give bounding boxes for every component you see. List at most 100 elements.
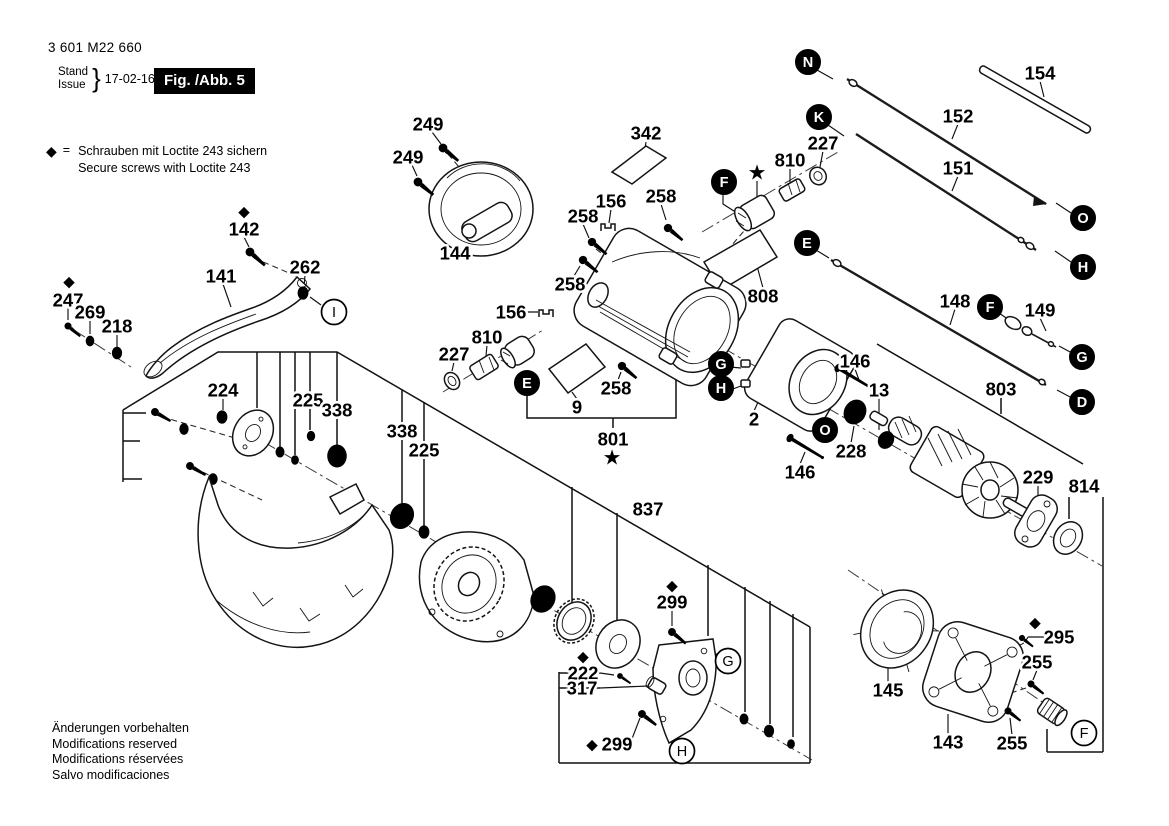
svg-text:F: F: [1080, 726, 1089, 742]
ref-marker-G: G: [714, 647, 742, 675]
part-label: 9: [572, 397, 582, 418]
brush-810-mid: [469, 353, 499, 381]
washer-225b: [418, 525, 430, 539]
washer-b: [291, 455, 299, 465]
svg-text:H: H: [677, 744, 687, 760]
diamond-icon: ◆: [577, 648, 589, 666]
part-label: 144: [440, 243, 472, 264]
ref-marker-O: O: [1070, 205, 1096, 231]
screw-249-a: [436, 141, 462, 165]
end-cap-144: [428, 161, 534, 257]
ref-marker-N: N: [795, 49, 821, 75]
part-label: 13: [869, 380, 890, 401]
part-label: 299: [657, 592, 688, 613]
washer-a: [275, 446, 285, 458]
part-label: 814: [1069, 476, 1101, 497]
part-label: 145: [873, 680, 904, 701]
part-label: 295: [1044, 627, 1075, 648]
brush-810-top: [778, 178, 806, 202]
part-label: 142: [229, 219, 260, 240]
cap-227-top: [808, 166, 828, 186]
svg-text:O: O: [819, 423, 830, 439]
part-label: 317: [567, 678, 598, 699]
part-label: 262: [290, 257, 321, 278]
revision-date: 17-02-16: [104, 71, 155, 86]
part-label: 258: [555, 274, 586, 295]
svg-text:G: G: [715, 357, 726, 373]
svg-text:F: F: [720, 175, 729, 191]
part-label: 258: [601, 378, 632, 399]
svg-text:G: G: [1076, 350, 1087, 366]
part-label: 249: [413, 114, 444, 135]
part-label: 224: [208, 380, 240, 401]
washer-p2: [763, 724, 775, 738]
modifications-note: Änderungen vorbehalten Modifications res…: [52, 721, 189, 783]
sleeve-317: [645, 676, 667, 695]
footer-line: Modifications réservées: [52, 752, 184, 766]
svg-text:N: N: [803, 55, 813, 71]
field-cover-145: [853, 589, 940, 673]
part-label: 258: [646, 186, 677, 207]
ref-marker-H: H: [668, 737, 696, 765]
star-icon: ★: [748, 161, 767, 185]
legend-equals: =: [62, 143, 71, 157]
part-label: 338: [387, 421, 418, 442]
part-label: 229: [1023, 467, 1054, 488]
part-label: 146: [785, 462, 816, 483]
part-label: 255: [1022, 652, 1053, 673]
screw-258-a: [586, 236, 610, 258]
document-number: 3 601 M22 660: [48, 40, 142, 55]
part-label: 810: [775, 150, 806, 171]
bearing-228: [839, 395, 871, 429]
part-label: 227: [439, 344, 470, 365]
footer-line: Salvo modificaciones: [52, 767, 170, 782]
blade-guard-837: [197, 474, 394, 648]
part-label: 269: [75, 302, 106, 323]
bearing-814: [1052, 521, 1084, 555]
part-label: 258: [568, 206, 599, 227]
screw-222: [616, 672, 633, 686]
part-label: 338: [322, 400, 353, 421]
svg-text:I: I: [332, 305, 336, 321]
motor-housing-801: [573, 227, 747, 387]
knob-F: [1036, 697, 1068, 727]
part-label: 152: [943, 106, 974, 127]
part-label: 141: [206, 266, 237, 287]
brace-glyph: }: [92, 63, 101, 93]
part-label: 227: [808, 133, 839, 154]
ref-marker-I: I: [320, 298, 348, 326]
part-label: 803: [986, 379, 1017, 400]
screw-255-a: [1026, 679, 1046, 697]
legend-line-en: Secure screws with Loctite 243: [78, 160, 251, 175]
screw-258-b: [662, 222, 686, 244]
svg-text:D: D: [1077, 395, 1087, 411]
washer-p1: [739, 713, 749, 725]
bearing-bracket-plate: [652, 638, 717, 745]
part-label: 218: [102, 316, 133, 337]
svg-text:G: G: [722, 654, 733, 670]
brush-holder-top: [733, 194, 776, 232]
issue-label: Issue: [58, 78, 86, 91]
footer-line: Modifications reserved: [52, 736, 178, 751]
svg-text:E: E: [802, 236, 812, 252]
diamond-icon: ◆: [63, 273, 75, 291]
part-label: 249: [393, 147, 424, 168]
disc-224: [231, 409, 275, 457]
connector-E-mid: [500, 335, 535, 369]
legend-line-de: Schrauben mit Loctite 243 sichern: [78, 144, 268, 158]
screw-258-c: [577, 254, 601, 276]
part-label: 149: [1025, 300, 1056, 321]
diamond-icon: ◆: [586, 736, 598, 754]
ref-marker-F: F: [711, 169, 737, 195]
ref-marker-D: D: [1069, 389, 1095, 415]
svg-text:O: O: [1077, 211, 1088, 227]
ref-marker-E: E: [794, 230, 820, 256]
ref-marker-H: H: [708, 375, 734, 401]
svg-text:F: F: [986, 300, 995, 316]
ring-gear: [553, 598, 595, 644]
svg-text:H: H: [1078, 260, 1088, 276]
clamp-156-top: [600, 223, 616, 231]
screw-249-b: [411, 175, 437, 199]
box-washer-1: [179, 423, 189, 435]
